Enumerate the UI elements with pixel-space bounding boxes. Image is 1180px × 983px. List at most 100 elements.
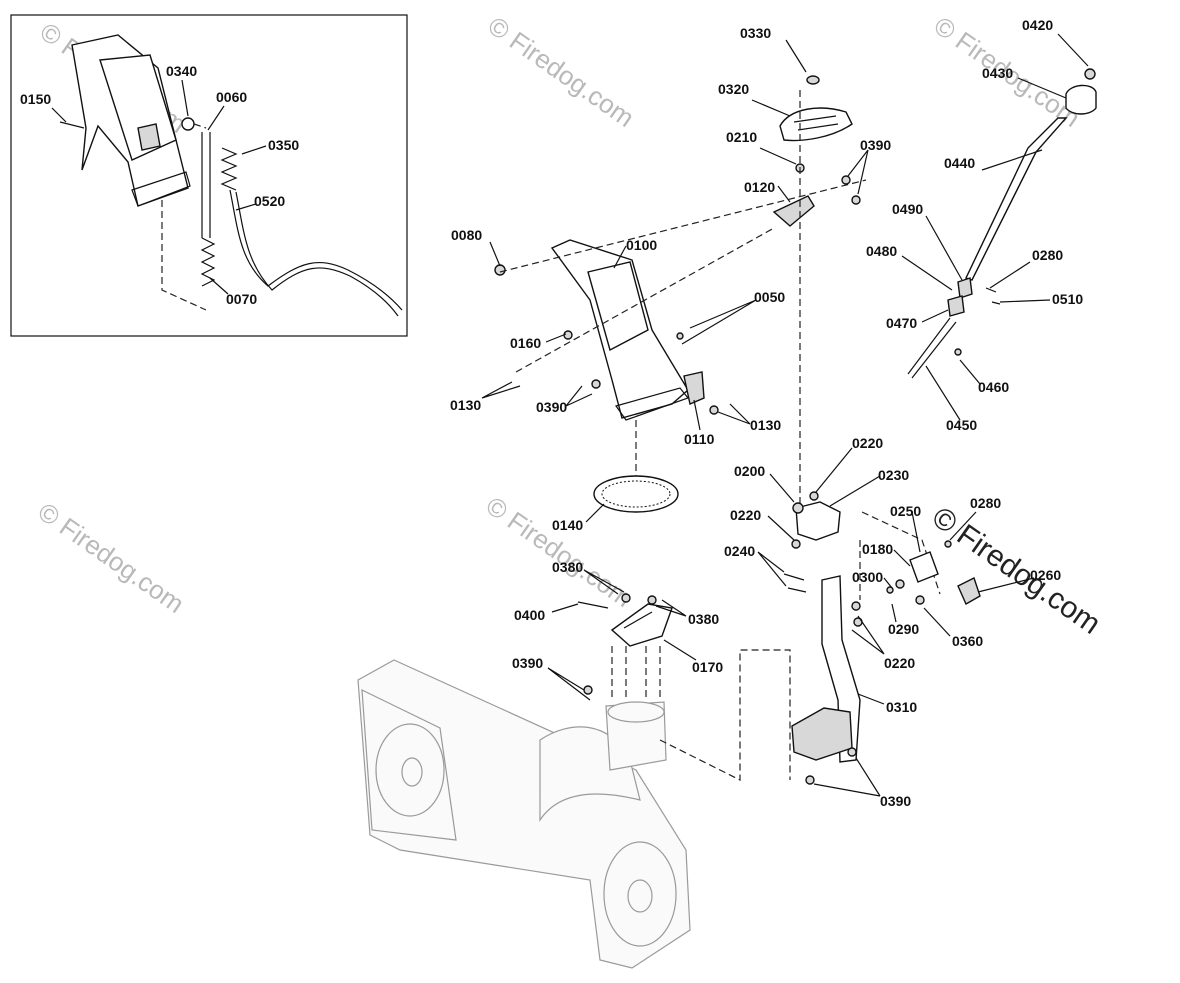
inset-chute-bracket (137, 123, 161, 151)
part-label-0390: 0390 (536, 399, 567, 415)
nut-0290 (915, 595, 925, 605)
cover-0320-ribs (793, 115, 839, 131)
part-label-0150: 0150 (20, 91, 51, 107)
inset-frame (10, 14, 408, 337)
nut-0420 (1084, 68, 1096, 80)
leader (181, 79, 189, 117)
part-label-0160: 0160 (510, 335, 541, 351)
nut-0220-b (791, 539, 801, 549)
part-labels: 0330 0320 0210 0120 0390 0420 0430 0440 … (450, 17, 1083, 809)
part-label-0210: 0210 (726, 129, 757, 145)
nut-0390-d (847, 747, 857, 757)
inset-spring-0350 (220, 147, 238, 191)
part-label-0080: 0080 (451, 227, 482, 243)
part-label-0320: 0320 (718, 81, 749, 97)
rod-0450-b (911, 321, 957, 379)
part-label-0100: 0100 (626, 237, 657, 253)
inset-cable-0520-b (235, 191, 399, 317)
part-label-0450: 0450 (946, 417, 977, 433)
chute-outlet-top (607, 701, 665, 723)
part-label-0390: 0390 (880, 793, 911, 809)
part-label-0250: 0250 (890, 503, 921, 519)
part-label-0140: 0140 (552, 517, 583, 533)
nut-0380 (621, 593, 631, 603)
bracket-0120 (772, 195, 815, 227)
block-0470 (947, 295, 965, 317)
part-label-0220: 0220 (852, 435, 883, 451)
bolt-0400 (577, 601, 609, 609)
nut-0390-lower (583, 685, 593, 695)
part-label-0330: 0330 (740, 25, 771, 41)
bolts-0240 (783, 573, 807, 593)
watermark-prominent: © Firedog.com (926, 501, 1106, 641)
part-label-0420: 0420 (1022, 17, 1053, 33)
rod-0440 (965, 117, 1068, 281)
leader (235, 203, 257, 211)
nut-0220 (809, 491, 819, 501)
part-label-0350: 0350 (268, 137, 299, 153)
part-label-0130: 0130 (450, 397, 481, 413)
part-label-0060: 0060 (216, 89, 247, 105)
part-label-0220: 0220 (730, 507, 761, 523)
part-label-0290: 0290 (888, 621, 919, 637)
bracket-0230 (795, 501, 841, 541)
part-label-0470: 0470 (886, 315, 917, 331)
part-label-0340: 0340 (166, 63, 197, 79)
part-label-0380: 0380 (552, 559, 583, 575)
part-label-0180: 0180 (862, 541, 893, 557)
nut-0080 (494, 264, 506, 276)
part-label-0050: 0050 (754, 289, 785, 305)
inset-detail: 0150 0340 0060 0350 0520 0070 (10, 14, 408, 337)
part-label-0300: 0300 (852, 569, 883, 585)
part-label-0170: 0170 (692, 659, 723, 675)
part-label-0490: 0490 (892, 201, 923, 217)
leader (209, 277, 229, 295)
part-label-0510: 0510 (1052, 291, 1083, 307)
control-column (772, 75, 941, 785)
right-side-parts (886, 540, 981, 605)
leader (51, 107, 67, 123)
part-label-0520: 0520 (254, 193, 285, 209)
part-label-0260: 0260 (1030, 567, 1061, 583)
pin-0160 (563, 330, 573, 340)
auger-left-hub (401, 757, 423, 787)
nut-0180 (895, 579, 905, 589)
part-label-0200: 0200 (734, 463, 765, 479)
part-label-0360: 0360 (952, 633, 983, 649)
nut-0390-top-b (851, 195, 861, 205)
knob-0430 (1065, 84, 1097, 115)
leader (241, 145, 267, 155)
part-label-0240: 0240 (724, 543, 755, 559)
inset-chute-base (131, 171, 191, 207)
part-label-0390: 0390 (512, 655, 543, 671)
inset-guide-line-2 (193, 123, 207, 129)
part-label-0480: 0480 (866, 243, 897, 259)
part-label-0070: 0070 (226, 291, 257, 307)
leader (207, 105, 225, 131)
handle-assembly (907, 68, 1097, 379)
watermark: © Firedog.com (483, 10, 640, 133)
clip-0490 (957, 277, 973, 299)
ring-0140-inner (601, 480, 671, 508)
chute-assembly (494, 179, 867, 781)
inset-bolt-0150 (59, 121, 85, 129)
part-label-0430: 0430 (982, 65, 1013, 81)
part-label-0400: 0400 (514, 607, 545, 623)
inset-nut-0340 (181, 117, 195, 131)
part-label-0220: 0220 (884, 655, 915, 671)
rod-0450 (907, 317, 951, 375)
part-label-0440: 0440 (944, 155, 975, 171)
auger-housing (357, 659, 691, 969)
washer-0300 (886, 586, 894, 594)
part-label-0390: 0390 (860, 137, 891, 153)
nut-0330 (806, 75, 820, 85)
guide-line (499, 179, 867, 273)
plate-0170 (610, 603, 673, 647)
part-label-0310: 0310 (886, 699, 917, 715)
part-label-0110: 0110 (684, 431, 715, 447)
nut-0390 (591, 379, 601, 389)
plate-0250 (909, 551, 939, 583)
cover-0320 (779, 107, 853, 142)
inset-cable-0520 (229, 189, 403, 311)
